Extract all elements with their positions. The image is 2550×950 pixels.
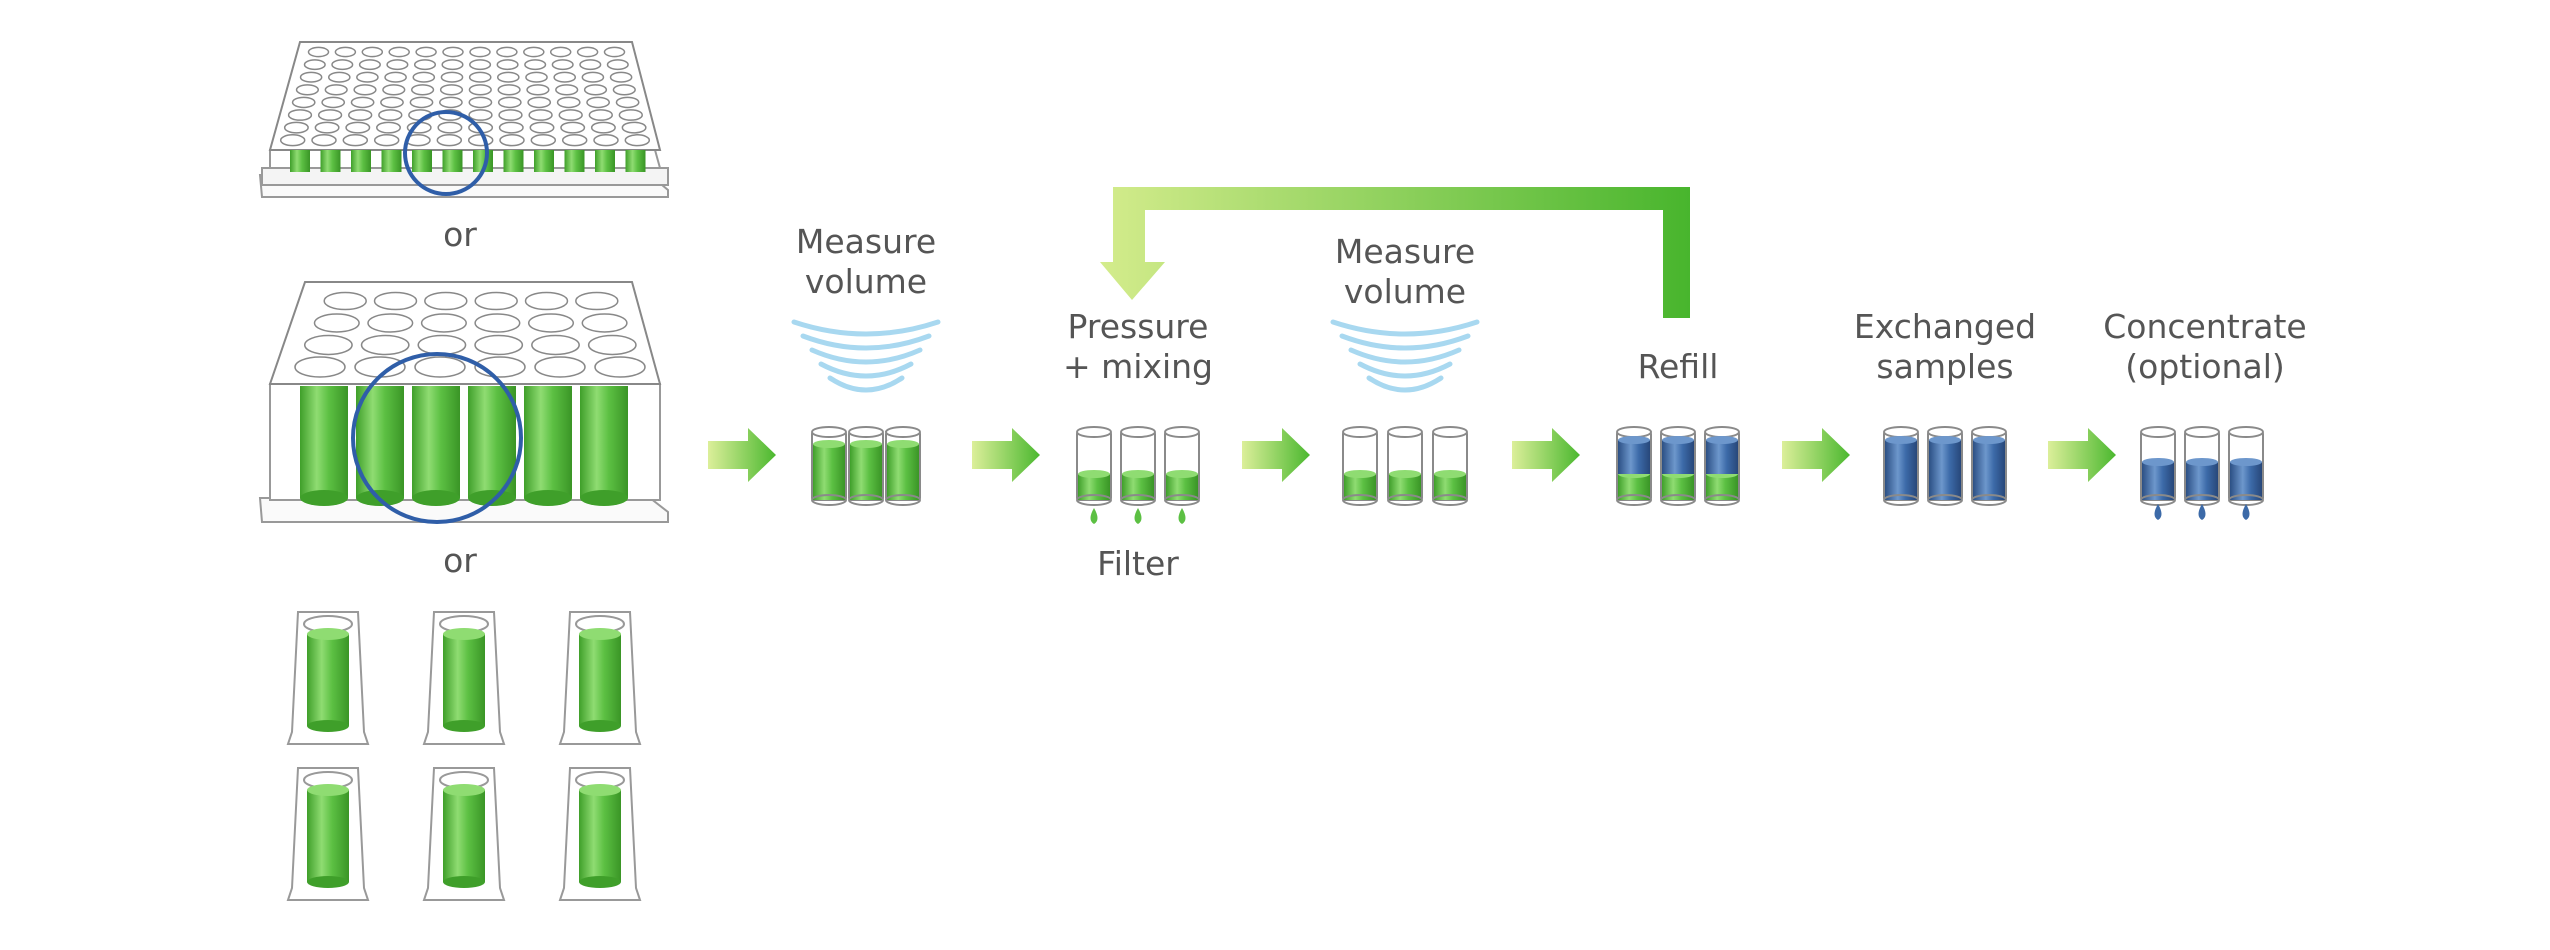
sample-tube-icon [811, 426, 847, 506]
sample-tube-icon [1432, 426, 1468, 506]
sample-tube-icon [1076, 426, 1112, 506]
well-tube [351, 150, 371, 172]
svg-text:volume: volume [1344, 272, 1466, 311]
sensor-wave-line [1330, 319, 1480, 337]
svg-text:Measure: Measure [1335, 232, 1475, 271]
svg-text:Measure: Measure [796, 222, 936, 261]
step-label-concentrate: Concentrate (optional) [2103, 307, 2306, 386]
sensor-wave-line [809, 347, 923, 365]
well-tube [503, 150, 524, 172]
step-arrow-icon [1782, 428, 1850, 482]
loop-arrow-icon [1100, 187, 1690, 318]
sample-tube-icon [885, 426, 921, 506]
step-label-exchanged-samples: Exchanged samples [1854, 307, 2036, 386]
step-label-measure-volume-2: Measure volume [1335, 232, 1475, 311]
highlight-circle [403, 110, 489, 196]
step-label-measure-volume-1: Measure volume [796, 222, 936, 301]
96-well-plate-icon [258, 41, 669, 198]
well-tube [580, 386, 628, 498]
sensor-wave-line [1366, 375, 1444, 393]
sensor-wave-icon [1330, 319, 1480, 393]
sample-tube-icon [2228, 426, 2264, 506]
well-tube [412, 386, 460, 498]
well-tube [524, 386, 572, 498]
well-tube [290, 150, 310, 172]
sample-tube-icon [1120, 426, 1156, 506]
separator-or-2: or [443, 541, 477, 580]
step-tube-groups [811, 426, 2264, 524]
sample-tube-icon [1164, 426, 1200, 506]
sample-tube-icon [1704, 426, 1740, 506]
step-arrow-icon [1512, 428, 1580, 482]
well-tube [595, 150, 615, 172]
sensor-wave-line [1348, 347, 1462, 365]
single-tube-icon [558, 611, 642, 745]
well-tube [320, 150, 341, 172]
sample-tube-icon [1660, 426, 1696, 506]
sensor-wave-line [818, 361, 914, 379]
sample-tube-icon [1387, 426, 1423, 506]
svg-text:Pressure: Pressure [1068, 307, 1209, 346]
single-tube-icon [558, 767, 642, 901]
sensor-wave-icon [791, 319, 941, 393]
sensor-wave-line [791, 319, 941, 337]
sample-tube-icon [1883, 426, 1919, 506]
droplet-icon [2154, 504, 2162, 520]
step-arrows [708, 428, 2116, 482]
sample-tube-icon [1616, 426, 1652, 506]
separator-or-1: or [443, 215, 477, 254]
step-arrow-icon [2048, 428, 2116, 482]
single-tube-icon [286, 611, 370, 745]
sample-tube-icon [1342, 426, 1378, 506]
step-arrow-icon [972, 428, 1040, 482]
sample-tube-icon [2140, 426, 2176, 506]
step-label-refill: Refill [1638, 347, 1719, 386]
droplet-icon [1134, 508, 1142, 524]
sensor-wave-line [1339, 333, 1471, 351]
well-tube [625, 150, 646, 172]
single-tube-icon [422, 767, 506, 901]
sample-tube-icon [1927, 426, 1963, 506]
sensor-wave-line [800, 333, 932, 351]
sensor-wave-line [1357, 361, 1453, 379]
droplet-icon [2198, 504, 2206, 520]
step-label-pressure-mixing: Pressure + mixing [1063, 307, 1213, 386]
svg-text:Exchanged: Exchanged [1854, 307, 2036, 346]
svg-text:volume: volume [805, 262, 927, 301]
sensor-wave-line [827, 375, 905, 393]
step-arrow-icon [1242, 428, 1310, 482]
highlight-circle [351, 352, 523, 524]
step-label-filter: Filter [1097, 544, 1179, 583]
single-tube-icon [422, 611, 506, 745]
well-tube [300, 386, 348, 498]
sample-tube-icon [2184, 426, 2220, 506]
svg-text:samples: samples [1876, 347, 2013, 386]
svg-text:+ mixing: + mixing [1063, 347, 1213, 386]
sample-tube-icon [1971, 426, 2007, 506]
droplet-icon [1178, 508, 1186, 524]
svg-text:Concentrate: Concentrate [2103, 307, 2306, 346]
droplet-icon [2242, 504, 2250, 520]
well-tube [564, 150, 585, 172]
single-tube-group [286, 611, 642, 901]
well-tube [412, 150, 432, 172]
well-tube [442, 150, 463, 172]
single-tube-icon [286, 767, 370, 901]
step-arrow-icon [708, 428, 776, 482]
sample-tube-icon [848, 426, 884, 506]
24-well-plate-icon [258, 281, 669, 524]
well-tube [381, 150, 402, 172]
svg-text:(optional): (optional) [2125, 347, 2285, 386]
well-tube [534, 150, 554, 172]
droplet-icon [1090, 508, 1098, 524]
